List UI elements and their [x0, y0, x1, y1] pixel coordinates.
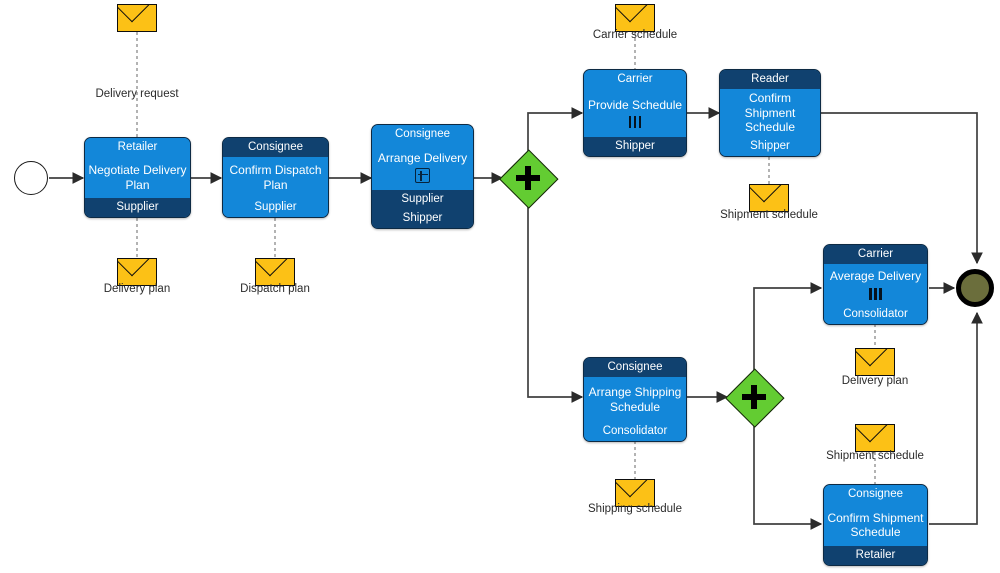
message-label-carrier-schedule: Carrier schedule: [592, 29, 678, 41]
task-footer-role: Shipper: [720, 137, 820, 156]
task-footer-role: Supplier: [223, 198, 328, 217]
task-label: Confirm Shipment Schedule: [744, 91, 796, 135]
flow-gateway1-to-arrange-shipping: [527, 206, 584, 403]
gateway-parallel-split-2[interactable]: [725, 368, 785, 428]
task-label: Negotiate Delivery Plan: [88, 163, 187, 192]
task-label: Provide Schedule: [587, 97, 683, 112]
task-body: Provide Schedule: [584, 89, 686, 137]
multi-instance-parallel-icon: [628, 116, 642, 129]
task-label: Arrange Delivery: [377, 150, 468, 165]
message-icon-shipment-schedule[interactable]: [749, 184, 789, 212]
task-header-role: Consignee: [223, 138, 328, 157]
task-negotiate-delivery-plan[interactable]: Retailer Negotiate Delivery Plan Supplie…: [84, 137, 191, 218]
task-provide-schedule[interactable]: Carrier Provide Schedule Shipper: [583, 69, 687, 157]
task-footer-role: Supplier: [85, 198, 190, 217]
task-header-role: Carrier: [824, 245, 927, 264]
message-label-shipment-schedule: Shipment schedule: [720, 209, 818, 221]
plus-icon: [500, 150, 556, 206]
flow-confirm-shipment-2-to-end: [929, 311, 983, 525]
message-icon-shipment-schedule-2[interactable]: [855, 424, 895, 452]
message-label-dispatch-plan: Dispatch plan: [240, 283, 310, 295]
envelope-flap: [856, 349, 894, 375]
multi-instance-parallel-icon: [869, 287, 882, 300]
message-icon-dispatch-plan[interactable]: [255, 258, 295, 286]
flow-gateway1-to-provide-schedule: [527, 107, 584, 152]
task-footer-role: Consolidator: [584, 422, 686, 441]
message-icon-delivery-plan-2[interactable]: [855, 348, 895, 376]
task-label: Confirm Dispatch Plan: [229, 163, 322, 192]
envelope-flap: [118, 259, 156, 285]
task-header-role: Consignee: [372, 125, 473, 144]
message-label-delivery-plan-2: Delivery plan: [841, 375, 909, 387]
task-footer-role: Shipper: [584, 137, 686, 156]
message-icon-carrier-schedule[interactable]: [615, 4, 655, 32]
flow-gateway2-to-average-delivery: [753, 282, 823, 371]
subprocess-plus-icon: [415, 168, 430, 184]
flow-confirm-shipment-to-end: [821, 112, 983, 265]
task-body: Negotiate Delivery Plan: [85, 157, 190, 198]
message-icon-shipping-schedule[interactable]: [615, 479, 655, 507]
message-icon-delivery-request[interactable]: [117, 4, 157, 32]
task-header-role: Consignee: [824, 485, 927, 504]
start-event[interactable]: [14, 161, 48, 195]
task-body: Confirm Dispatch Plan: [223, 157, 328, 198]
end-event[interactable]: [956, 269, 994, 307]
task-header-role: Consignee: [584, 358, 686, 377]
task-arrange-shipping-schedule[interactable]: Consignee Arrange Shipping Schedule Cons…: [583, 357, 687, 442]
task-confirm-shipment-schedule-reader[interactable]: Reader Confirm Shipment Schedule Shipper: [719, 69, 821, 157]
task-header-role: Reader: [720, 70, 820, 89]
task-body: Confirm Shipment Schedule: [720, 89, 820, 137]
message-label-delivery-request: Delivery request: [95, 88, 179, 100]
message-icon-delivery-plan[interactable]: [117, 258, 157, 286]
flow-gateway2-to-confirm-shipment-2: [753, 423, 823, 530]
task-footer-role-secondary: Shipper: [372, 209, 473, 228]
task-label: Average Delivery: [829, 269, 922, 284]
task-footer-role: Retailer: [824, 546, 927, 565]
task-body: Arrange Delivery: [372, 144, 473, 190]
task-confirm-shipment-schedule-consignee[interactable]: Consignee Confirm Shipment Schedule Reta…: [823, 484, 928, 566]
task-header-role: Carrier: [584, 70, 686, 89]
task-label: Arrange Shipping Schedule: [588, 385, 682, 414]
message-label-shipping-schedule: Shipping schedule: [588, 503, 682, 515]
message-label-delivery-plan: Delivery plan: [103, 283, 171, 295]
envelope-flap: [856, 425, 894, 451]
task-body: Average Delivery: [824, 264, 927, 305]
task-label: Confirm Shipment Schedule: [827, 510, 924, 540]
task-confirm-dispatch-plan[interactable]: Consignee Confirm Dispatch Plan Supplier: [222, 137, 329, 218]
envelope-flap: [616, 5, 654, 31]
message-label-shipment-schedule-2: Shipment schedule: [826, 450, 924, 462]
envelope-flap: [256, 259, 294, 285]
task-header-role: Retailer: [85, 138, 190, 157]
task-footer-role: Consolidator: [824, 305, 927, 324]
task-body: Arrange Shipping Schedule: [584, 377, 686, 422]
task-body: Confirm Shipment Schedule: [824, 504, 927, 546]
task-footer-role: Supplier: [372, 190, 473, 209]
envelope-flap: [750, 185, 788, 211]
envelope-flap: [118, 5, 156, 31]
task-arrange-delivery[interactable]: Consignee Arrange Delivery Supplier Ship…: [371, 124, 474, 229]
gateway-parallel-split-1[interactable]: [499, 149, 559, 209]
plus-icon: [726, 369, 782, 425]
task-average-delivery[interactable]: Carrier Average Delivery Consolidator: [823, 244, 928, 325]
